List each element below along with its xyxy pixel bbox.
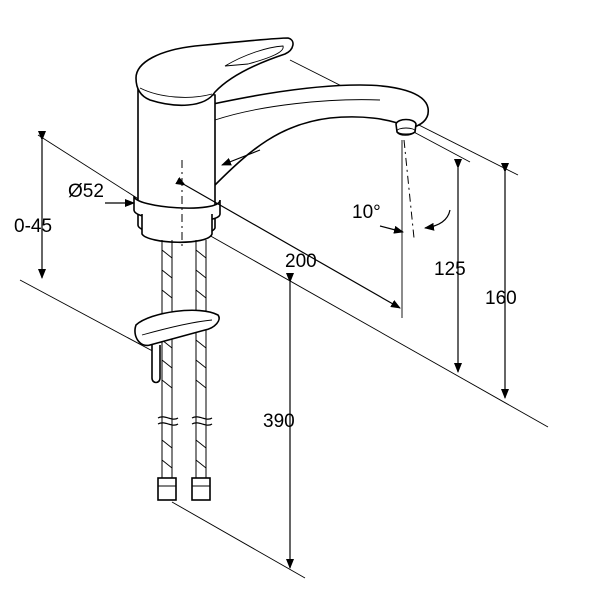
outlet-height-label: 125 xyxy=(434,259,466,280)
spout-reach-label: 200 xyxy=(285,251,317,272)
deck-thickness-label: 0-45 xyxy=(14,216,52,237)
mounting-clamp xyxy=(134,309,220,384)
hose-length-label: 390 xyxy=(263,411,295,432)
dimension-arrows xyxy=(38,131,509,569)
total-height-label: 160 xyxy=(485,288,517,309)
extension-lines xyxy=(19,59,549,579)
supply-hoses xyxy=(157,240,213,501)
spout-reach-arrow xyxy=(175,177,401,309)
angle-arrow-right xyxy=(424,209,451,231)
angle-arrow-left xyxy=(379,225,404,234)
faucet-body xyxy=(133,37,430,250)
dimension-labels: Ø52 0-45 200 10° 125 160 390 xyxy=(14,181,517,432)
diameter-label: Ø52 xyxy=(68,181,104,202)
swivel-angle-label: 10° xyxy=(352,202,381,223)
